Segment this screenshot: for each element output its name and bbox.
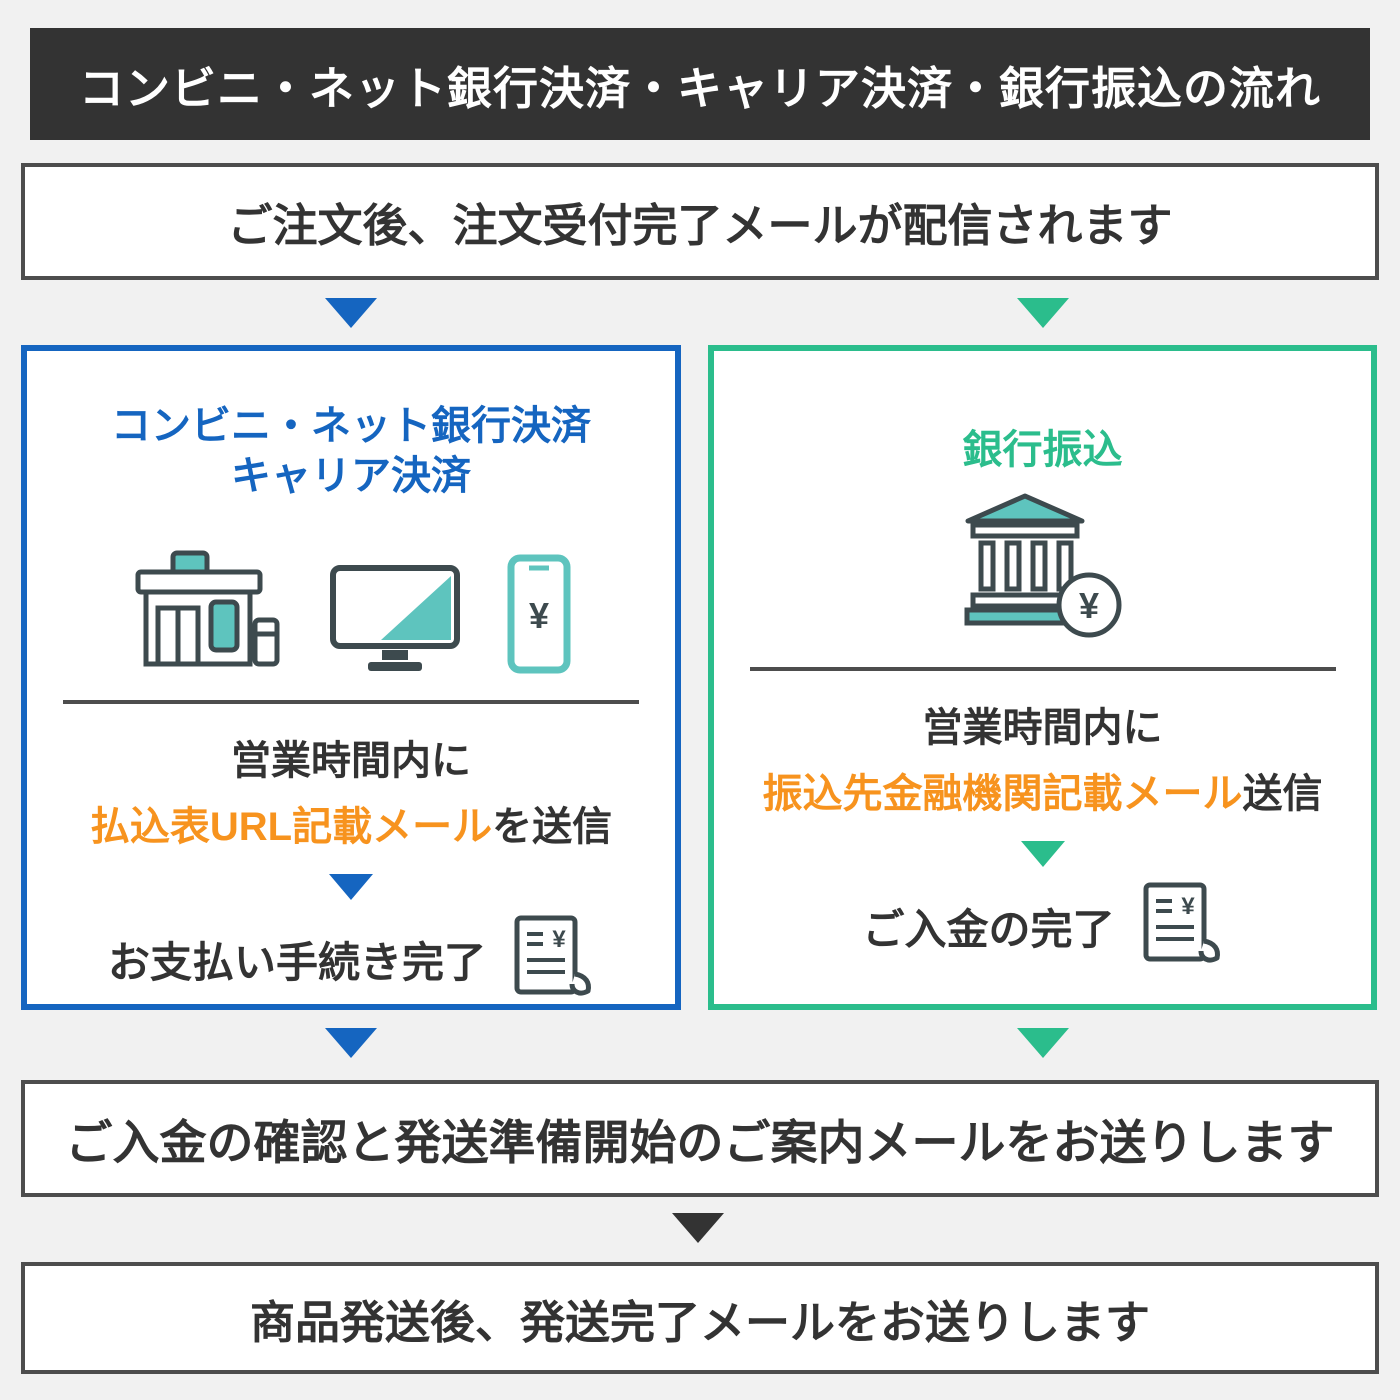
smartphone-icon: ¥: [507, 554, 571, 674]
phone-yen-symbol: ¥: [529, 595, 549, 636]
receipt-icon: ¥: [514, 915, 591, 996]
left-mail-highlight: 払込表URL記載メール: [89, 805, 493, 849]
step-shipping-complete-text: 商品発送後、発送完了メールをお送りします: [249, 1296, 1150, 1348]
arrow-down-dark-icon: [672, 1213, 724, 1243]
step-payment-confirmed-text: ご入金の確認と発送準備開始のご案内メールをお送りします: [65, 1116, 1335, 1169]
header-title: コンビニ・ネット銀行決済・キャリア決済・銀行振込の流れ: [78, 62, 1321, 114]
arrow-down-green-icon: [1017, 298, 1069, 328]
branch-convenience-net-carrier: コンビニ・ネット銀行決済 キャリア決済: [21, 345, 681, 1010]
left-mail-suffix: を送信: [492, 805, 613, 849]
right-hours-label: 営業時間内に: [922, 706, 1163, 750]
right-mail-suffix: 送信: [1242, 772, 1323, 816]
right-done-label: ご入金の完了: [862, 905, 1115, 953]
right-branch-title: 銀行振込: [962, 428, 1123, 472]
right-done-row: ご入金の完了 ¥: [862, 881, 1222, 971]
bank-yen-symbol: ¥: [1078, 585, 1098, 626]
receipt-yen-symbol: ¥: [552, 926, 566, 953]
bank-building-icon: ¥: [964, 493, 1121, 638]
right-mail-highlight: 振込先金融機関記載メール: [762, 772, 1243, 816]
monitor-icon: [330, 565, 460, 671]
left-branch-title: コンビニ・ネット銀行決済 キャリア決済: [111, 401, 591, 501]
left-done-row: お支払い手続き完了 ¥: [108, 914, 594, 1004]
right-branch-divider: [749, 667, 1336, 671]
arrow-down-blue-icon: [325, 1028, 377, 1058]
left-mail-line: 払込表URL記載メールを送信: [90, 794, 612, 852]
arrow-down-green-icon: [1017, 1028, 1069, 1058]
step-shipping-complete: 商品発送後、発送完了メールをお送りします: [21, 1262, 1379, 1374]
left-branch-icon-row: ¥: [131, 529, 571, 674]
left-branch-title-line2: キャリア決済: [231, 454, 471, 498]
convenience-store-icon: [135, 550, 280, 667]
left-branch-title-line1: コンビニ・ネット銀行決済: [111, 404, 591, 448]
branch-bank-transfer: 銀行振込 ¥ 営業時間内に 振込先金融機関記載メール送信 ご入金の完: [708, 345, 1377, 1010]
left-branch-divider: [63, 700, 639, 704]
yen-badge-icon: [1056, 572, 1121, 638]
right-branch-icon-row: ¥: [964, 491, 1122, 641]
receipt-yen-symbol: ¥: [1181, 893, 1195, 920]
left-done-label: お支払い手続き完了: [107, 938, 486, 986]
right-mail-line: 振込先金融機関記載メール送信: [763, 761, 1323, 819]
step-payment-confirmed: ご入金の確認と発送準備開始のご案内メールをお送りします: [21, 1080, 1379, 1197]
left-hours-label: 営業時間内に: [231, 739, 471, 783]
arrow-down-blue-icon: [325, 298, 377, 328]
receipt-icon: ¥: [1143, 882, 1220, 963]
step-order-received: ご注文後、注文受付完了メールが配信されます: [21, 163, 1379, 280]
arrow-down-blue-small-icon: [329, 874, 373, 900]
step-order-received-text: ご注文後、注文受付完了メールが配信されます: [227, 200, 1173, 251]
header-bar: コンビニ・ネット銀行決済・キャリア決済・銀行振込の流れ: [30, 28, 1370, 140]
arrow-down-green-small-icon: [1020, 841, 1065, 867]
